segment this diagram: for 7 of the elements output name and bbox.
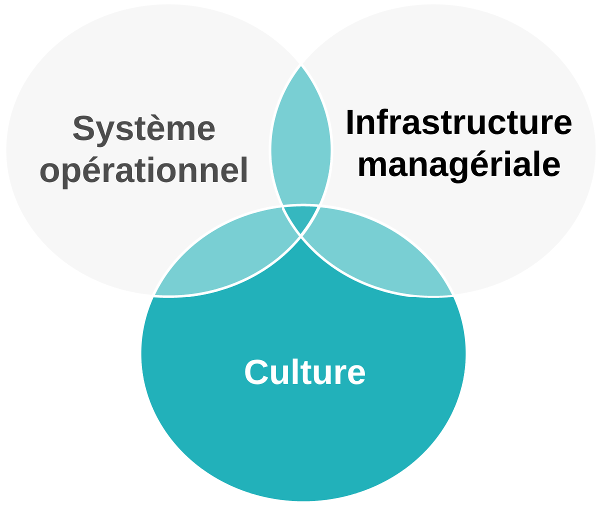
circle-label: Infrastructure managériale	[345, 102, 573, 186]
overlap-region	[270, 64, 332, 206]
circle-label: Système opérationnel	[39, 108, 249, 192]
circle-label: Culture	[244, 352, 366, 394]
center-overlap-region	[282, 205, 320, 236]
overlap-region	[152, 206, 301, 297]
overlap-region	[301, 206, 454, 297]
